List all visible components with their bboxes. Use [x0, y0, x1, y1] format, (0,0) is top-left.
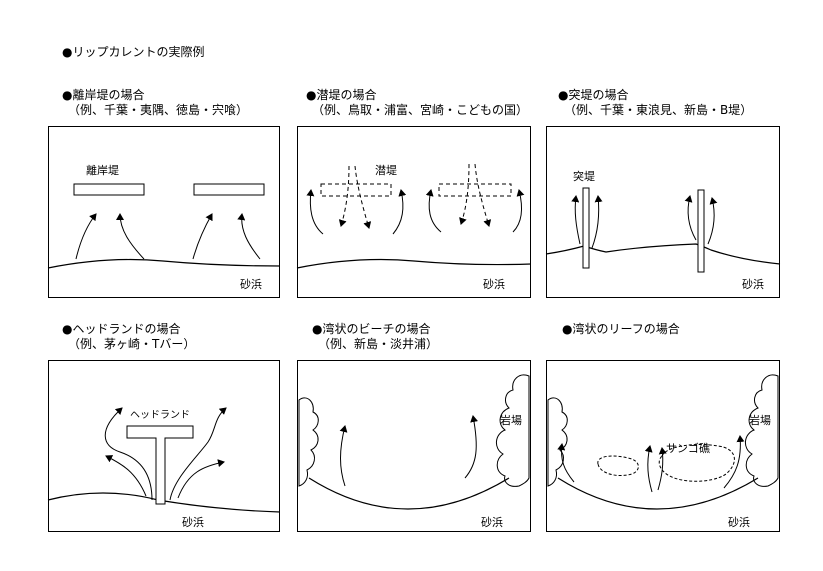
shoreline: [308, 477, 510, 510]
case-title: ●湾状のリーフの場合: [562, 322, 680, 336]
current-arrow: [169, 407, 227, 501]
case-heading-groin: ●突堤の場合 （例、千葉・東浪見、新島・B堤）: [558, 88, 752, 118]
structure-label: 突堤: [573, 169, 595, 183]
case-example: （例、鳥取・浦富、宮崎・こどもの国）: [312, 103, 529, 117]
current-arrow: [684, 195, 697, 241]
rock-outcrop-right: [496, 374, 530, 487]
current-arrow: [512, 189, 525, 233]
coral-reef-right: [658, 443, 735, 482]
diagram-bay-beach: 岩場 砂浜: [297, 360, 531, 532]
current-arrow: [644, 445, 653, 493]
case-heading-headland: ●ヘッドランドの場合 （例、茅ヶ崎・Tバー）: [62, 322, 195, 352]
current-arrow: [557, 443, 575, 483]
diagram-submerged-breakwater: 潜堤 砂浜: [296, 126, 532, 298]
current-arrow: [425, 189, 442, 233]
dashed-current-arrow: [459, 163, 470, 225]
breakwater-left: [73, 183, 145, 196]
panel-frame: [546, 126, 780, 298]
current-arrow: [723, 435, 745, 489]
current-arrow: [116, 213, 145, 260]
rock-outcrop-right: [745, 374, 779, 487]
beach-label: 砂浜: [728, 516, 750, 529]
dashed-current-arrow: [338, 165, 350, 227]
panel-frame: [297, 126, 531, 298]
current-arrow: [571, 195, 581, 245]
headland-t-structure: [126, 425, 194, 505]
dashed-current-arrow: [474, 163, 492, 227]
current-arrow: [464, 415, 479, 479]
current-arrow: [237, 213, 261, 260]
current-arrow: [591, 195, 603, 249]
shoreline: [557, 477, 759, 510]
structure-label: 岩場: [500, 413, 522, 427]
case-example: （例、新島・淡井浦）: [318, 337, 439, 351]
case-example: （例、千葉・夷隅、徳島・宍喰）: [68, 103, 249, 117]
panel-frame: [297, 360, 531, 532]
beach-label: 砂浜: [240, 278, 262, 291]
current-arrow: [105, 455, 147, 497]
panel-frame: [546, 360, 780, 532]
shoreline: [47, 258, 281, 269]
beach-label: 砂浜: [182, 516, 204, 529]
diagram-headland: ヘッドランド 砂浜: [47, 360, 281, 532]
diagram-groin: 突堤 砂浜: [545, 126, 781, 298]
beach-label: 砂浜: [483, 278, 505, 291]
case-title: ●離岸堤の場合: [62, 88, 145, 102]
case-title: ●ヘッドランドの場合: [62, 322, 181, 336]
current-arrow: [177, 459, 225, 499]
beach-label: 砂浜: [742, 278, 764, 291]
current-arrow: [339, 425, 348, 487]
case-title: ●突堤の場合: [558, 88, 629, 102]
beach-label: 砂浜: [481, 516, 503, 529]
diagram-detached-breakwater: 離岸堤 砂浜: [47, 126, 281, 298]
current-arrow: [392, 189, 407, 235]
case-heading-submerged-breakwater: ●潜堤の場合 （例、鳥取・浦富、宮崎・こどもの国）: [306, 88, 528, 118]
submerged-breakwater-left: [320, 183, 392, 197]
groin-right: [697, 189, 705, 273]
panel-frame: [48, 126, 280, 298]
structure-label: 潜堤: [375, 163, 397, 177]
breakwater-right: [193, 183, 265, 196]
reef-label: サンゴ礁: [666, 441, 710, 455]
current-arrow: [192, 213, 213, 260]
rock-outcrop-left: [298, 397, 319, 487]
structure-label: 離岸堤: [86, 163, 119, 177]
structure-label: 岩場: [749, 413, 771, 427]
current-arrow: [104, 407, 153, 501]
groin-left: [582, 187, 590, 269]
dashed-current-arrow: [354, 165, 372, 229]
case-heading-bay-beach: ●湾状のビーチの場合 （例、新島・淡井浦）: [312, 322, 438, 352]
case-heading-bay-reef: ●湾状のリーフの場合: [562, 322, 680, 337]
case-example: （例、千葉・東浪見、新島・B堤）: [564, 103, 753, 117]
case-heading-detached-breakwater: ●離岸堤の場合 （例、千葉・夷隅、徳島・宍喰）: [62, 88, 248, 118]
current-arrow: [707, 197, 718, 245]
shoreline: [296, 258, 532, 269]
submerged-breakwater-right: [438, 183, 512, 197]
current-arrow: [306, 189, 324, 235]
current-arrow: [657, 447, 667, 491]
case-example: （例、茅ヶ崎・Tバー）: [68, 337, 196, 351]
diagram-bay-reef: 岩場 サンゴ礁 砂浜: [546, 360, 780, 532]
structure-label: ヘッドランド: [130, 409, 190, 421]
case-title: ●潜堤の場合: [306, 88, 377, 102]
current-arrow: [75, 213, 97, 260]
case-title: ●湾状のビーチの場合: [312, 322, 431, 336]
rock-outcrop-left: [547, 397, 568, 487]
coral-reef-left: [597, 455, 639, 477]
page-title: ●リップカレントの実際例: [62, 45, 205, 59]
